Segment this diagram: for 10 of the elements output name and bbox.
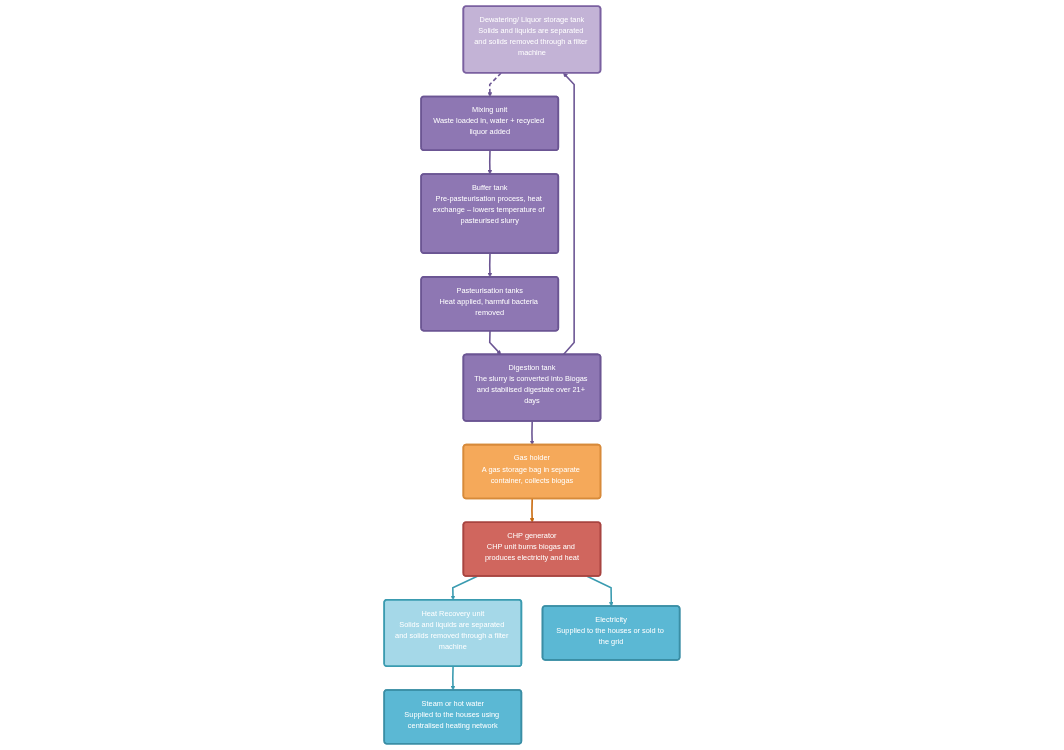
- arrow: [529, 497, 535, 523]
- arrow: [586, 575, 614, 607]
- arrow: [450, 575, 479, 601]
- arrow: [487, 72, 502, 97]
- arrow: [487, 252, 493, 278]
- arrow: [562, 72, 575, 356]
- arrow: [487, 149, 493, 175]
- arrow: [489, 330, 502, 355]
- arrow: [529, 420, 535, 446]
- arrow: [450, 665, 456, 691]
